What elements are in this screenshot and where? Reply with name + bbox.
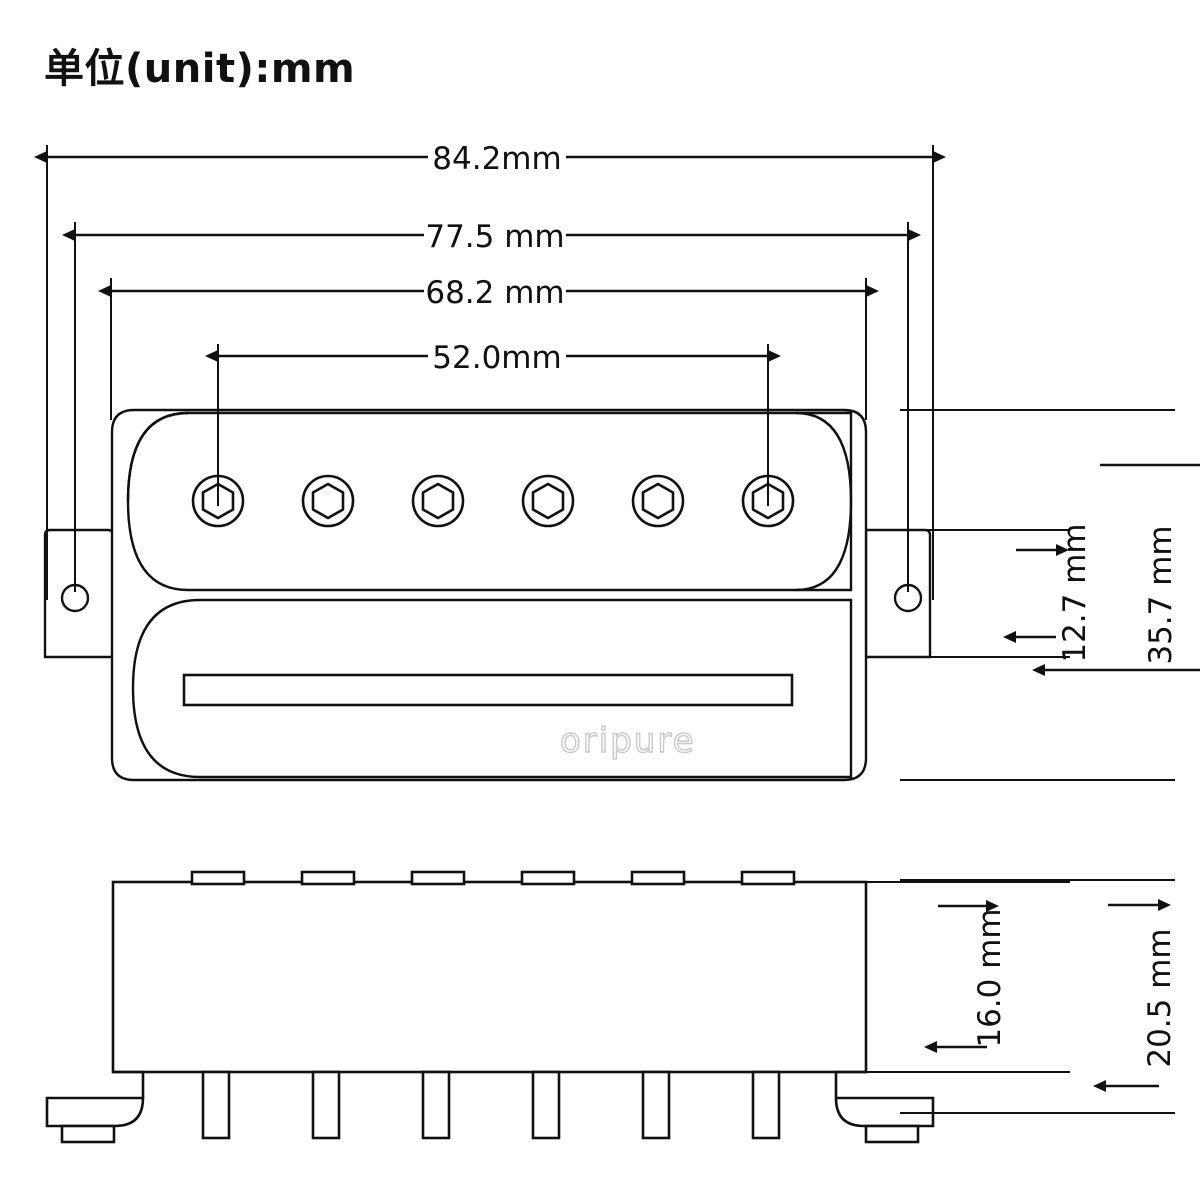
side-mounting-bracket-right — [834, 1070, 935, 1144]
dim-label-overall-height: 20.5 mm — [1142, 928, 1178, 1067]
dim-label-mounting-ear-height: 12.7 mm — [1057, 523, 1093, 662]
pole-piece-2 — [301, 474, 355, 528]
dimension-lines — [34, 151, 1200, 676]
pole-piece-3 — [411, 474, 465, 528]
dim-label-overall-width: 84.2mm — [432, 141, 561, 177]
side-extension-lines — [866, 879, 1175, 1114]
mounting-ear-left — [43, 528, 115, 659]
side-body-block — [111, 880, 868, 1074]
dim-label-bobbin-width: 68.2 mm — [425, 275, 564, 311]
dim-label-pole-piece-span: 52.0mm — [432, 340, 561, 376]
mounting-ear-right — [864, 528, 932, 659]
side-view-group: 16.0 mm 20.5 mm — [45, 870, 1178, 1144]
pole-piece-5 — [631, 474, 685, 528]
page-title: 单位(unit):mm — [44, 46, 356, 92]
side-dimension-lines — [924, 899, 1171, 1092]
dim-label-overall-depth: 35.7 mm — [1143, 525, 1179, 664]
top-view-group: oripure — [34, 141, 1200, 782]
pole-piece-4 — [521, 474, 575, 528]
blade-slot — [182, 673, 794, 707]
side-pole-head-group — [190, 870, 796, 886]
side-pole-pin-group — [201, 1070, 781, 1140]
extension-lines — [46, 145, 1175, 781]
brand-logo: oripure — [560, 721, 696, 761]
dim-label-mounting-hole-spacing: 77.5 mm — [425, 219, 564, 255]
side-mounting-bracket-left — [45, 1070, 145, 1144]
dim-label-body-height: 16.0 mm — [972, 908, 1008, 1047]
